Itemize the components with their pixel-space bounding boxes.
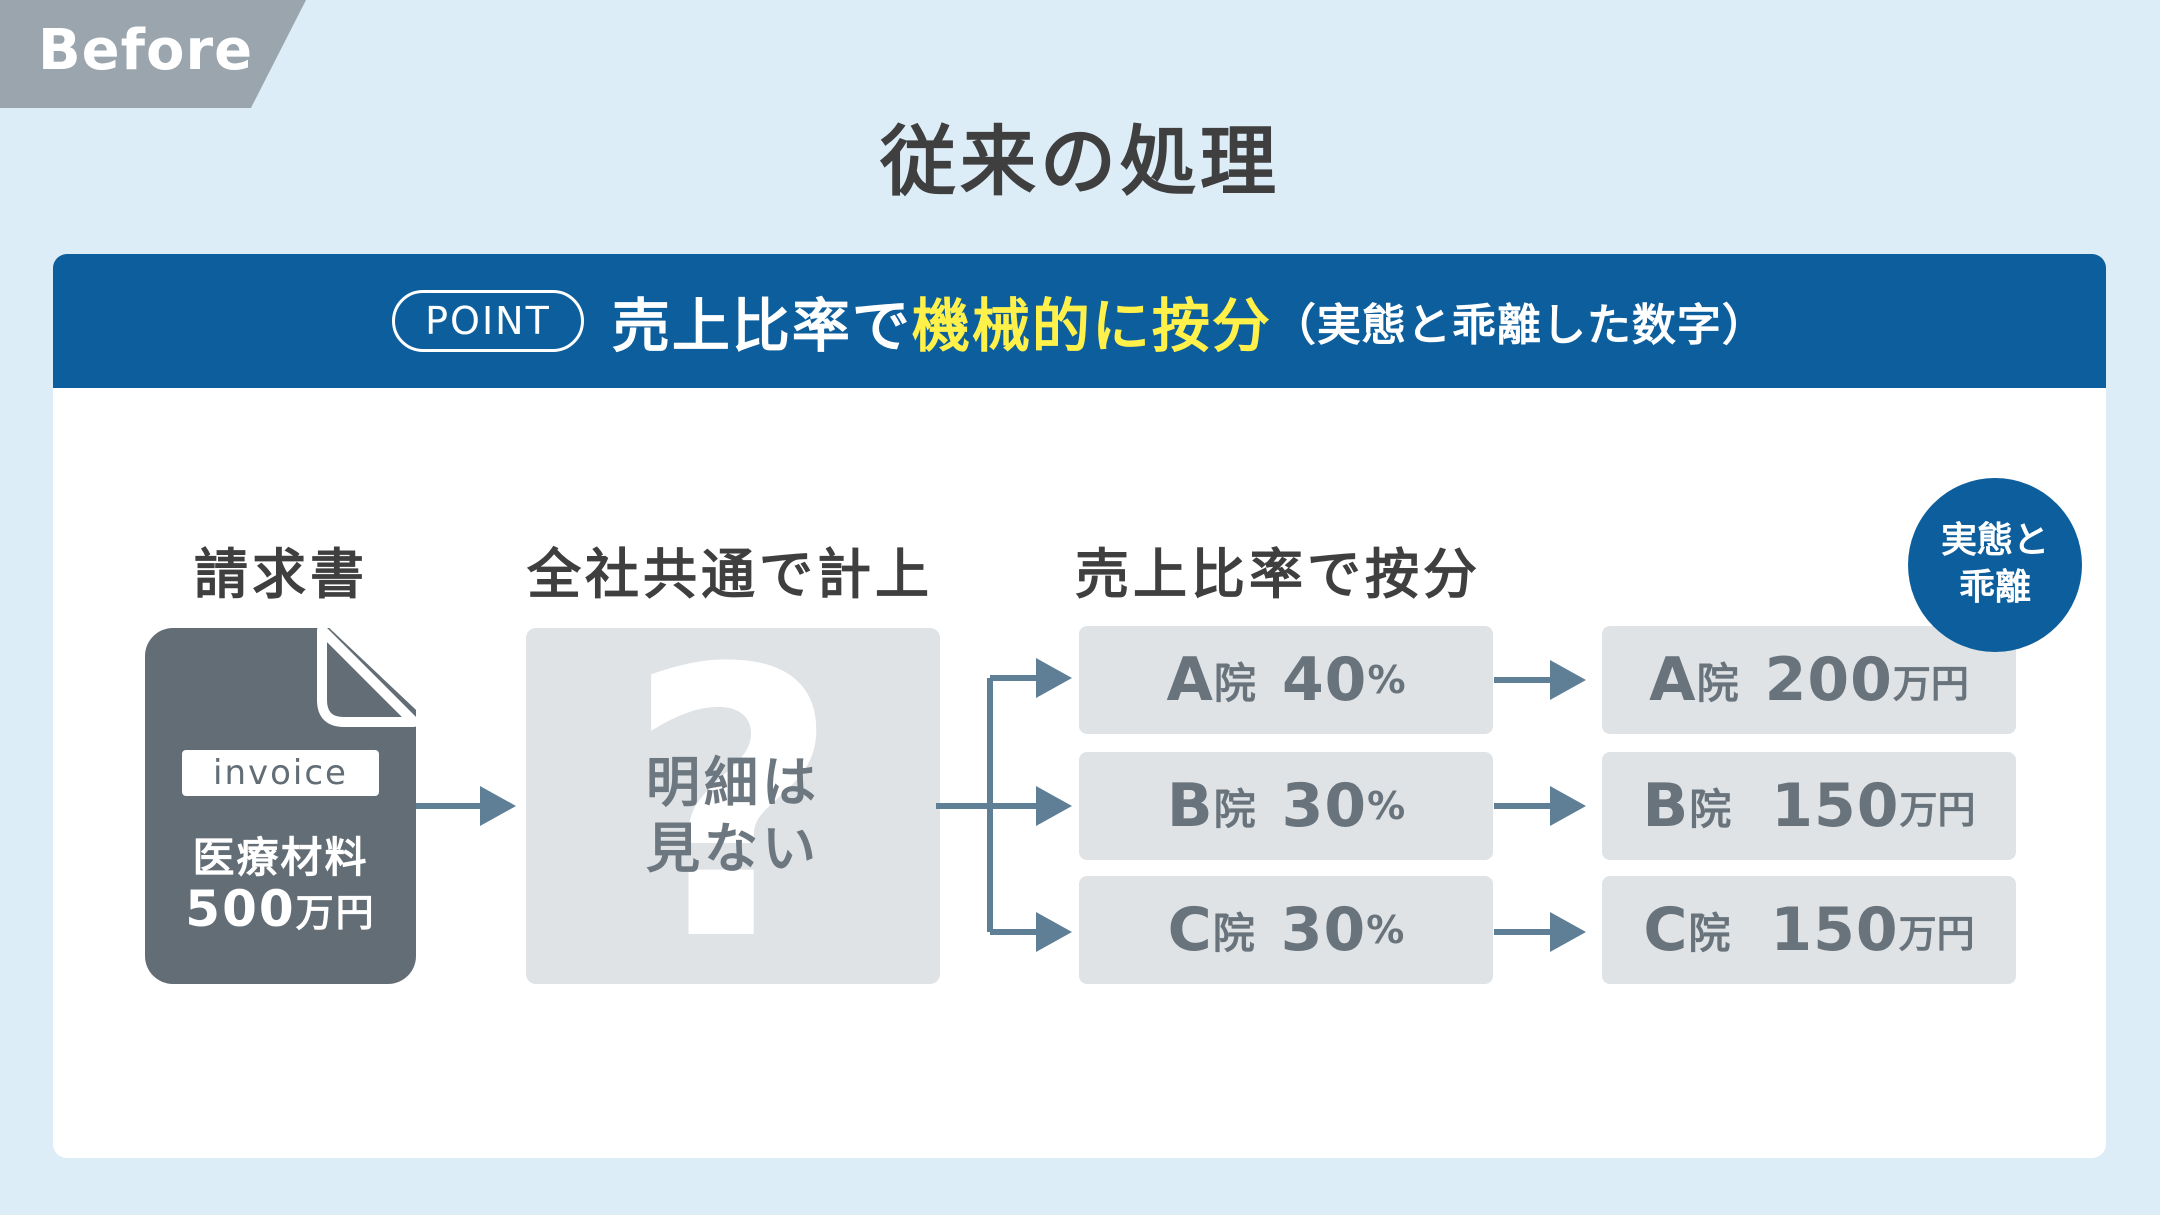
header-highlight-text: 機械的に按分: [911, 292, 1272, 360]
amount-b-hospital: 院: [1689, 784, 1732, 834]
hidden-details-line2: 見ない: [646, 817, 820, 880]
point-badge: POINT: [392, 290, 584, 352]
column-label-recording: 全社共通で計上: [527, 543, 933, 606]
arrowhead-branch-c: [1036, 912, 1072, 952]
amount-a-unit: 万円: [1892, 661, 1969, 706]
ratio-c-hospital: 院: [1212, 908, 1255, 958]
arrowhead-ratio-c: [1550, 912, 1586, 952]
invoice-amount-number: 500: [185, 880, 296, 938]
arrowhead-branch-b: [1036, 786, 1072, 826]
invoice-amount-unit: 万円: [295, 891, 376, 935]
content-card: POINT 売上比率で 機械的に按分 （実態と乖離した数字）: [53, 254, 2106, 1158]
amount-c-letter: C: [1643, 895, 1689, 965]
ratio-c-value: 30: [1280, 895, 1367, 965]
arrowhead-ratio-a: [1550, 660, 1586, 700]
amount-c-hospital: 院: [1688, 908, 1731, 958]
ratio-a-letter: A: [1166, 645, 1214, 715]
hidden-details-line1: 明細は: [646, 751, 820, 814]
arrowhead-branch-a: [1036, 658, 1072, 698]
ratio-c-percent-sign: %: [1366, 908, 1405, 952]
arrowhead-ratio-b: [1550, 786, 1586, 826]
amount-b-letter: B: [1642, 771, 1690, 841]
ratio-a-hospital: 院: [1213, 658, 1256, 708]
column-label-invoice: 請求書: [194, 543, 368, 606]
ratio-b-value: 30: [1281, 771, 1368, 841]
hidden-details-box: ? 明細は 見ない: [526, 628, 940, 984]
amount-a-value: 200: [1764, 645, 1893, 715]
before-tag-label: Before: [38, 18, 254, 83]
invoice-item: 医療材料: [192, 833, 369, 882]
amount-a-hospital: 院: [1696, 658, 1739, 708]
invoice-amount: 500万円: [145, 880, 416, 938]
amount-c-value: 150: [1770, 895, 1899, 965]
amount-c-unit: 万円: [1898, 911, 1975, 956]
card-header: POINT 売上比率で 機械的に按分 （実態と乖離した数字）: [53, 254, 2106, 388]
header-main-text: 売上比率で: [611, 292, 912, 360]
amount-b-value: 150: [1771, 771, 1900, 841]
question-mark-icon: ?: [625, 628, 841, 984]
ratio-a-value: 40: [1281, 645, 1368, 715]
ratio-b-hospital: 院: [1213, 784, 1256, 834]
amount-a-letter: A: [1649, 645, 1697, 715]
discrepancy-badge: 実態と 乖離: [1908, 478, 2082, 652]
invoice-tag: invoice: [182, 750, 379, 796]
discrepancy-badge-line2: 乖離: [1958, 567, 2031, 608]
discrepancy-badge-line1: 実態と: [1940, 520, 2049, 562]
before-tag: Before: [0, 0, 306, 108]
ratio-b-letter: B: [1166, 771, 1214, 841]
amount-b-unit: 万円: [1899, 787, 1976, 832]
header-sub-text: （実態と乖離した数字）: [1271, 300, 1767, 351]
ratio-b-percent-sign: %: [1367, 784, 1406, 828]
ratio-a-percent-sign: %: [1367, 658, 1406, 702]
ratio-c-letter: C: [1167, 895, 1213, 965]
page-title: 従来の処理: [880, 117, 1280, 206]
arrowhead-invoice: [480, 786, 516, 826]
column-label-allocation: 売上比率で按分: [1075, 543, 1481, 606]
